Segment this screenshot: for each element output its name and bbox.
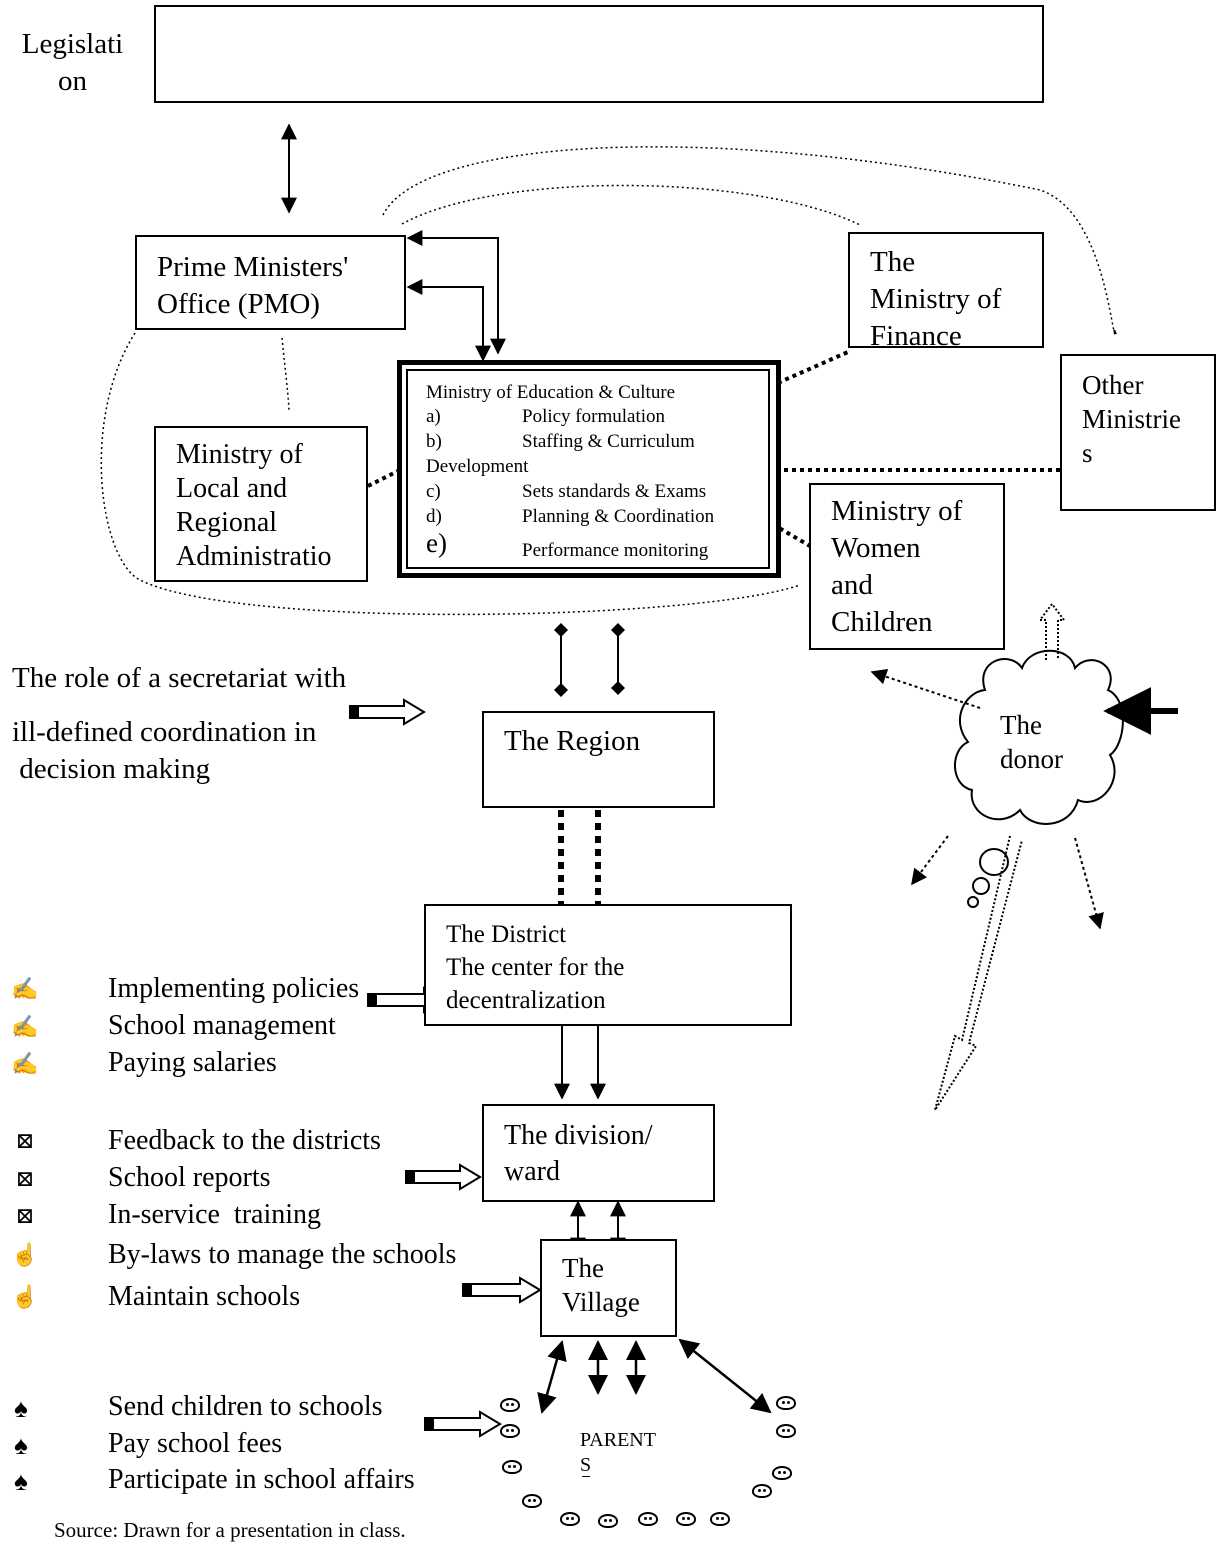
district-role-text: Paying salaries [108,1047,277,1078]
arrow-village-parents-4 [678,1338,772,1414]
secretariat-note-line-3: decision making [12,753,211,785]
envelope-icon: ⊠ [15,1203,35,1228]
donor-hollow-arrow-down [934,835,1023,1111]
donor-cloud-bubble-2 [972,877,990,895]
pointing-hand-icon: ☝ [11,1242,39,1267]
arrow-pmo-moe-1 [406,230,506,355]
envelope-icon: ⊠ [15,1166,35,1191]
division-box: The division/ ward [482,1104,715,1202]
local-regional-label: Ministry of Local and Regional Administr… [176,439,332,572]
writing-hand-icon: ✍ [11,1051,39,1076]
source-note: Source: Drawn for a presentation in clas… [54,1518,406,1542]
village-label: The Village [562,1253,640,1317]
moe-item-text: Planning & Coordination [522,506,715,527]
moe-title: Ministry of Education & Culture [426,382,676,403]
pointer-arrow-parents [424,1410,502,1438]
parent-face-icon [598,1514,618,1528]
parent-face-icon [776,1396,796,1410]
parent-face-icon [522,1494,542,1508]
local-regional-box: Ministry of Local and Regional Administr… [154,426,368,582]
donor-cloud-bubble-1 [979,848,1009,876]
secretariat-note-line-1: The role of a secretariat with [12,662,347,694]
pmo-box: Prime Ministers' Office (PMO) [135,235,406,330]
division-role-text: Feedback to the districts [108,1125,381,1156]
donor-arrow-women [870,668,981,709]
district-label: The District The center for the decentra… [446,921,625,1014]
parent-face-icon [560,1512,580,1526]
legislation-box [154,5,1044,103]
parent-face-icon [502,1460,522,1474]
writing-hand-icon: ✍ [11,1014,39,1039]
parent-face-icon [710,1512,730,1526]
arrow-pmo-moe-2 [406,279,491,362]
women-children-label: Ministry of Women and Children [831,495,963,638]
donor-cloud-bubble-3 [967,896,979,908]
parent-face-icon [500,1398,520,1412]
moe-item-key: c) [426,481,441,502]
donor-label: The donor [1000,710,1063,774]
finance-dot [1113,329,1117,335]
donor-cloud [954,649,1124,825]
parent-role-text: Send children to schools [108,1391,383,1422]
division-role-text: In-service training [108,1199,322,1230]
writing-hand-icon: ✍ [11,976,39,1001]
district-box: The District The center for the decentra… [424,904,792,1026]
pmo-label: Prime Ministers' Office (PMO) [157,251,349,320]
division-role-text: School reports [108,1162,271,1193]
parent-face-icon [752,1484,772,1498]
moe-item-key: d) [426,506,442,527]
region-label: The Region [504,725,641,757]
division-label: The division/ ward [504,1120,653,1187]
legislation-label: Legislati on [21,28,124,97]
moe-item-text: Policy formulation [522,406,666,427]
district-role-text: Implementing policies [108,973,360,1004]
donor-arrow-down-left [911,835,949,886]
finance-label: The Ministry of Finance [870,246,1002,348]
village-role-text: Maintain schools [108,1281,301,1312]
moe-item-text: Staffing & Curriculum [522,431,695,452]
government-boundary [382,146,1116,336]
pmo-local-link [281,337,290,411]
spade-icon: ♠ [14,1394,28,1423]
donor-hollow-arrow-up [1038,602,1066,660]
government-boundary-inner [401,184,861,226]
parent-face-icon [772,1466,792,1480]
envelope-icon: ⊠ [15,1128,35,1153]
other-ministries-box: Other Ministrie s [1060,354,1216,511]
parents-underline [582,1476,590,1477]
other-ministries-label: Other Ministrie s [1082,370,1181,468]
moe-item-text: Sets standards & Exams [522,481,707,502]
parent-face-icon [676,1512,696,1526]
moe-item-key: e) [426,528,447,558]
secretariat-note-line-2: ill-defined coordination in [12,716,317,748]
district-role-text: School management [108,1010,336,1041]
village-box: The Village [540,1239,677,1337]
arrow-village-parents-1 [537,1340,567,1414]
moe-inner-box: Ministry of Education & Culture a) Polic… [406,369,770,569]
moe-item-key: a) [426,406,441,427]
parent-face-icon [638,1512,658,1526]
government-boundary-outer [100,332,801,616]
parent-role-text: Participate in school affairs [108,1464,415,1495]
parent-face-icon [500,1424,520,1438]
parent-role-text: Pay school fees [108,1428,283,1459]
pointer-arrow-secretariat [349,698,426,726]
pointing-hand-icon: ☝ [11,1284,39,1309]
women-children-box: Ministry of Women and Children [809,483,1005,650]
moe-item-key: b) [426,431,442,452]
moe-item-text: Development [426,456,529,477]
parents-label: PARENT S [580,1429,656,1476]
pointer-arrow-village [462,1276,542,1304]
village-role-text: By-laws to manage the schools [108,1239,457,1270]
spade-icon: ♠ [14,1431,28,1460]
finance-box: The Ministry of Finance [848,232,1044,348]
donor-arrow-down-right [1074,837,1104,930]
spade-icon: ♠ [14,1467,28,1496]
pointer-arrow-division [405,1163,482,1191]
parent-face-icon [776,1424,796,1438]
moe-item-text: Performance monitoring [522,540,709,561]
region-box: The Region [482,711,715,808]
